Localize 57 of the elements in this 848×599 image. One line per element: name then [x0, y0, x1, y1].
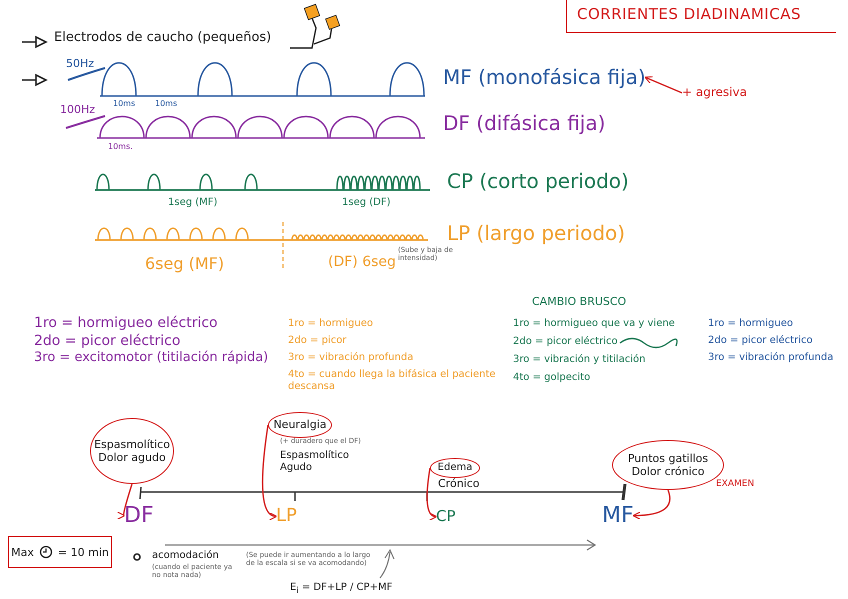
- duration-label: 10ms: [155, 99, 178, 108]
- note-text: Max: [11, 546, 34, 558]
- duration-label: (DF) 6seg: [328, 254, 396, 270]
- duration-label: 10ms: [113, 99, 136, 108]
- list-item: 2do = picor: [288, 335, 346, 346]
- duration-label: 1seg (DF): [342, 197, 391, 208]
- list-item: 1ro = hormigueo que va y viene: [513, 318, 675, 330]
- duration-label: 1seg (MF): [168, 197, 218, 208]
- mode-label: + agresiva: [682, 86, 747, 100]
- note-text: Espasmolítico Agudo: [280, 450, 350, 473]
- mode-label: LP: [276, 506, 297, 527]
- mode-label: MF (monofásica fija): [443, 66, 646, 89]
- mode-label: CP: [436, 508, 456, 526]
- circled-note: [430, 458, 480, 478]
- arrow: [426, 468, 438, 520]
- list-item: 3ro = vibración profunda: [708, 352, 834, 364]
- mode-label: DF: [124, 503, 154, 528]
- note-text: Dolor agudo: [98, 451, 166, 464]
- list-item: 2do = picor eléctrico: [34, 333, 180, 350]
- circled-note: [90, 418, 174, 484]
- note-text: Electrodos de caucho (pequeños): [54, 31, 272, 46]
- note-text: Puntos gatillos: [628, 452, 708, 465]
- list-item: 4to = cuando llega la bifásica el paciente descansa: [288, 369, 497, 392]
- note-text: Edema: [438, 462, 472, 474]
- duration-label: 10ms.: [108, 142, 133, 152]
- arrow: [116, 484, 133, 517]
- list-item: 1ro = hormigueo: [288, 318, 373, 330]
- mode-label: LP (largo periodo): [447, 222, 626, 245]
- circled-note: [268, 412, 332, 438]
- title-text: CORRIENTES DIADINAMICAS: [566, 0, 836, 33]
- time-box: [8, 536, 112, 568]
- mode-label: MF: [602, 503, 634, 528]
- note-text: = 10 min: [58, 546, 109, 558]
- note-text: Dolor crónico: [632, 465, 704, 478]
- list-item: 1ro = hormigueo: [708, 318, 793, 330]
- note-text: Crónico: [438, 478, 480, 491]
- note-text: Espasmolítico: [94, 438, 170, 451]
- note-text: Neuralgia: [273, 418, 327, 432]
- arrow: [644, 76, 682, 94]
- list-item: 1ro = hormigueo eléctrico: [34, 315, 218, 332]
- formula-text: E$_{i}$ = DF+LP / CP+MF: [290, 582, 392, 596]
- note-text: acomodación: [152, 550, 219, 562]
- arrow: [632, 490, 670, 520]
- arrow: [262, 424, 278, 520]
- mode-label: CP (corto periodo): [447, 170, 629, 193]
- heading-text: CAMBIO BRUSCO: [532, 296, 626, 309]
- list-item: 3ro = excitomotor (titilación rápida): [34, 351, 268, 366]
- frequency-label: 100Hz: [60, 104, 96, 117]
- list-item: 3ro = vibración y titilación: [513, 354, 646, 366]
- list-item: 2do = picor eléctrico: [513, 336, 618, 348]
- duration-label: 6seg (MF): [145, 255, 224, 274]
- note-text: EXAMEN: [716, 479, 754, 490]
- frequency-label: 50Hz: [66, 58, 94, 71]
- list-item: 4to = golpecito: [513, 372, 590, 384]
- mode-label: DF (difásica fija): [443, 112, 606, 135]
- list-item: 3ro = vibración profunda: [288, 352, 414, 364]
- list-item: 2do = picor eléctrico: [708, 335, 813, 346]
